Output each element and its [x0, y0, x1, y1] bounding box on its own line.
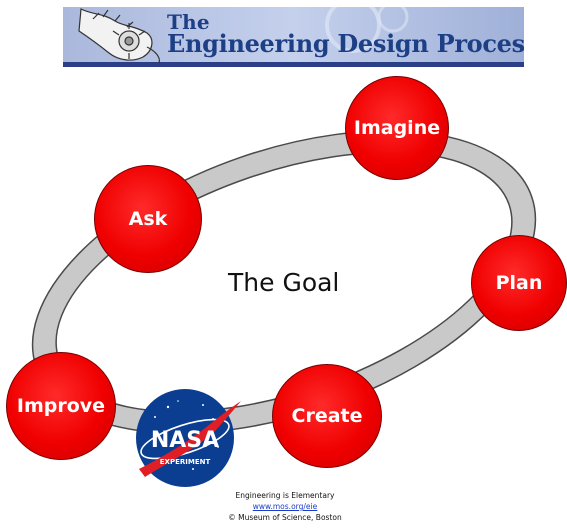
step-ask-label: Ask	[128, 208, 168, 230]
step-improve-label: Improve	[16, 395, 106, 417]
header-banner: The Engineering Design Process	[63, 7, 524, 67]
step-imagine-label: Imagine	[353, 117, 441, 139]
footer: Engineering is Elementary www.mos.org/ei…	[220, 490, 350, 523]
step-ask: Ask	[94, 165, 202, 273]
banner-title-the: The	[167, 10, 210, 34]
step-create-label: Create	[291, 405, 363, 427]
nasa-logo-text: NASA	[151, 428, 219, 453]
goal-label: The Goal	[228, 268, 340, 297]
step-imagine: Imagine	[345, 76, 449, 180]
step-plan-label: Plan	[495, 272, 543, 294]
step-improve: Improve	[6, 352, 116, 460]
footer-line1: Engineering is Elementary	[235, 491, 335, 500]
banner-background	[63, 7, 524, 67]
nasa-logo-subtext: EXPERIMENT	[160, 458, 211, 466]
nasa-logo: NASA EXPERIMENT	[136, 389, 241, 487]
footer-link[interactable]: www.mos.org/eie	[252, 502, 318, 511]
step-plan: Plan	[471, 235, 567, 331]
gear-hand-sketch-icon	[78, 8, 160, 64]
footer-copyright: © Museum of Science, Boston	[228, 513, 342, 522]
banner-title: Engineering Design Process	[167, 29, 524, 58]
step-create: Create	[272, 364, 382, 468]
